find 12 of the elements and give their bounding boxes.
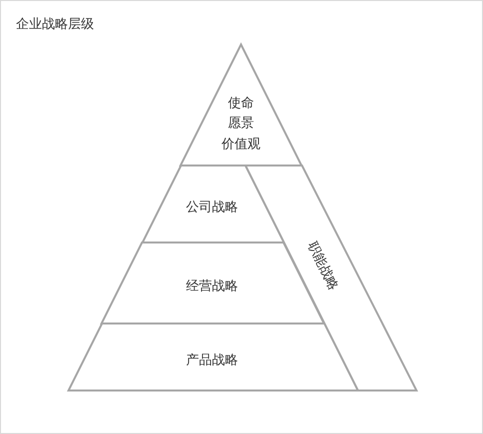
pyramid-apex — [179, 42, 303, 166]
tier-label: 愿景 — [228, 115, 254, 131]
tier-label: 使命 — [228, 94, 254, 110]
tier-label: 职能战略 — [304, 239, 342, 293]
title: 企业战略层级 — [16, 16, 94, 32]
side-band — [244, 164, 418, 392]
tier-label: 经营战略 — [186, 278, 238, 294]
tier-label: 公司战略 — [186, 199, 238, 215]
tier-label: 产品战略 — [186, 352, 238, 368]
tier-label: 价值观 — [222, 136, 260, 152]
pyramid-tier — [66, 322, 359, 392]
pyramid-tier — [140, 164, 285, 244]
